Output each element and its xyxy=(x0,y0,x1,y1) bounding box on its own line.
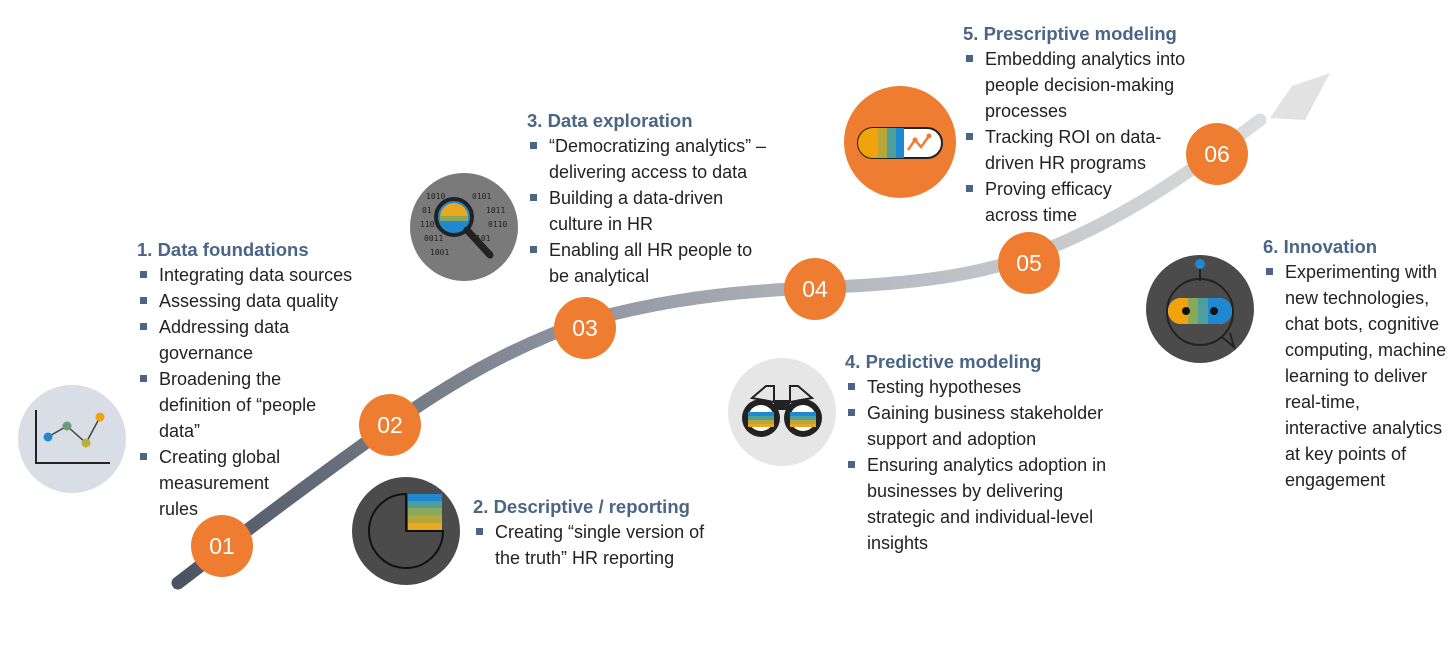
stage-03-item: Building a data-driven culture in HR xyxy=(527,185,739,237)
stage-04-item: Gaining business stakeholder support and… xyxy=(845,400,1115,452)
stage-04-circle: 04 xyxy=(784,258,846,320)
stage-06-circle: 06 xyxy=(1186,123,1248,185)
stage-05-title: 5. Prescriptive modeling xyxy=(963,23,1177,44)
svg-text:1011: 1011 xyxy=(486,206,505,215)
svg-text:0101: 0101 xyxy=(472,192,491,201)
stage-04-block: 4. Predictive modeling Testing hypothese… xyxy=(845,350,1115,556)
stage-01-item: Broadening the definition of “people dat… xyxy=(137,366,324,444)
stage-06-item: Experimenting with new technologies, cha… xyxy=(1263,259,1447,493)
stage-06-block: 6. Innovation Experimenting with new tec… xyxy=(1263,235,1447,493)
stage-03-circle: 03 xyxy=(554,297,616,359)
stage-05-circle: 05 xyxy=(998,232,1060,294)
svg-text:1001: 1001 xyxy=(430,248,449,257)
svg-text:1101: 1101 xyxy=(420,220,439,229)
stage-03-item: Enabling all HR people to be analytical xyxy=(527,237,764,289)
stage-04-title: 4. Predictive modeling xyxy=(845,351,1042,372)
analytics-pill-icon xyxy=(844,86,956,198)
stage-03-title: 3. Data exploration xyxy=(527,110,693,131)
magnifier-binary-icon: 1010 0101 01 1011 1101 0110 0011 101 1001 xyxy=(410,173,518,281)
stage-05-item: Proving efficacy across time xyxy=(963,176,1145,228)
stage-02-circle: 02 xyxy=(359,394,421,456)
svg-text:1010: 1010 xyxy=(426,192,445,201)
svg-text:0110: 0110 xyxy=(488,220,507,229)
stage-01-item: Creating global measurement rules xyxy=(137,444,289,522)
stage-01-circle: 01 xyxy=(191,515,253,577)
binoculars-icon xyxy=(728,358,836,466)
stage-02-title: 2. Descriptive / reporting xyxy=(473,496,690,517)
pie-chart-icon xyxy=(352,477,460,585)
svg-text:101: 101 xyxy=(476,234,491,243)
stage-05-block: 5. Prescriptive modeling Embedding analy… xyxy=(963,22,1203,228)
stage-03-block: 3. Data exploration “Democratizing analy… xyxy=(527,109,767,289)
stage-05-item: Tracking ROI on data-driven HR programs xyxy=(963,124,1180,176)
stage-01-item: Integrating data sources xyxy=(137,262,367,288)
stage-01-item: Addressing data governance xyxy=(137,314,299,366)
stage-02-block: 2. Descriptive / reporting Creating “sin… xyxy=(473,495,713,571)
line-chart-icon xyxy=(18,385,126,493)
stage-02-item: Creating “single version of the truth” H… xyxy=(473,519,713,571)
svg-text:01: 01 xyxy=(422,206,432,215)
stage-01-title: 1. Data foundations xyxy=(137,239,309,260)
stage-03-item: “Democratizing analytics” – delivering a… xyxy=(527,133,767,185)
stage-06-title: 6. Innovation xyxy=(1263,236,1378,257)
stage-05-item: Embedding analytics into people decision… xyxy=(963,46,1200,124)
path-arrowhead xyxy=(1270,73,1330,120)
svg-text:0011: 0011 xyxy=(424,234,443,243)
stage-01-block: 1. Data foundations Integrating data sou… xyxy=(137,238,367,522)
stage-04-item: Ensuring analytics adoption in businesse… xyxy=(845,452,1117,556)
chat-bot-icon xyxy=(1146,255,1254,363)
stage-01-item: Assessing data quality xyxy=(137,288,367,314)
stage-04-item: Testing hypotheses xyxy=(845,374,1115,400)
